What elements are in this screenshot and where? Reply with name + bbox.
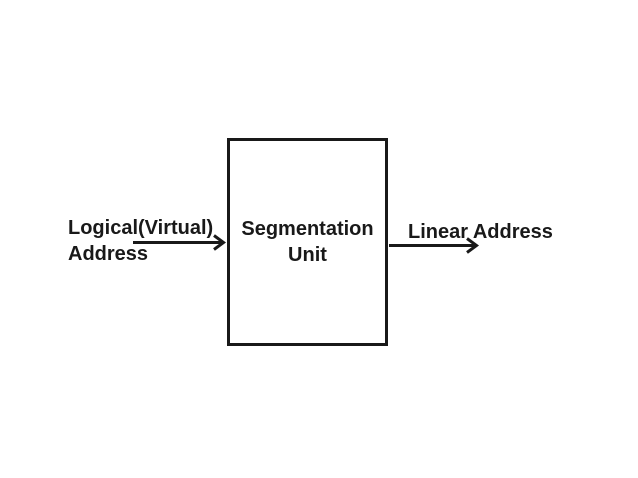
input-label-line2: Address — [68, 243, 149, 265]
segmentation-unit-label-line1: Segmentation — [241, 218, 374, 240]
input-label-line1: Logical(Virtual) — [68, 217, 214, 239]
output-label: Linear Address — [408, 221, 553, 243]
segmentation-unit-box: Segmentation Unit — [227, 138, 388, 346]
segmentation-unit-label-line2: Unit — [288, 244, 327, 266]
input-label: Logical(Virtual) Address — [68, 215, 213, 267]
output-arrow — [389, 237, 480, 254]
input-arrow — [133, 234, 227, 251]
